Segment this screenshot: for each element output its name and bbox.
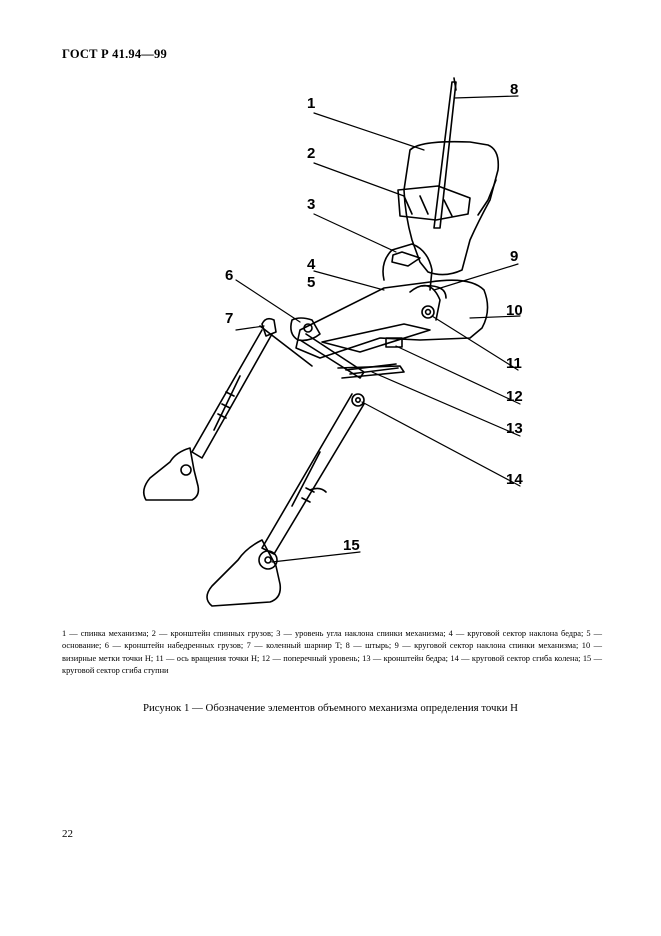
h-point-machine-figure: 1 2 3 4 5 6 7 8 9 10 11 12 13 14 15 xyxy=(142,77,523,607)
thigh-bar xyxy=(299,333,365,379)
callout-7: 7 xyxy=(225,310,234,327)
left-shin xyxy=(191,329,273,459)
callout-11: 11 xyxy=(506,355,522,372)
callout-10: 10 xyxy=(506,302,523,319)
callout-3: 3 xyxy=(307,196,316,213)
callout-15: 15 xyxy=(343,537,360,554)
right-foot xyxy=(206,539,282,607)
legend-text: 1 — спинка механизма; 2 — кронштейн спин… xyxy=(62,629,602,676)
back-pan xyxy=(403,140,500,276)
thigh-weight-bracket xyxy=(290,317,321,342)
callout-4: 4 xyxy=(307,256,316,273)
seat-pan xyxy=(295,279,489,359)
left-foot xyxy=(142,447,200,501)
document-header: ГОСТ Р 41.94—99 xyxy=(62,47,167,61)
callout-9: 9 xyxy=(510,248,519,265)
knee-angle-sector xyxy=(351,393,365,407)
callout-13: 13 xyxy=(506,420,523,437)
h-point-pivot xyxy=(421,305,435,319)
mechanism-drawing xyxy=(142,77,521,607)
figure-legend: 1 — спинка механизма; 2 — кронштейн спин… xyxy=(62,628,602,678)
callout-6: 6 xyxy=(225,267,234,284)
figure-caption: Рисунок 1 — Обозначение элементов объемн… xyxy=(143,702,518,714)
knee-joint xyxy=(261,317,277,337)
callout-12: 12 xyxy=(506,388,523,405)
page-number: 22 xyxy=(62,828,73,840)
callout-5: 5 xyxy=(307,274,316,291)
callout-1: 1 xyxy=(307,95,316,112)
callout-8: 8 xyxy=(510,81,519,98)
foot-angle-sector xyxy=(258,550,278,570)
lateral-level xyxy=(385,337,403,348)
probe-rod xyxy=(433,81,457,229)
callout-14: 14 xyxy=(506,471,523,488)
callout-2: 2 xyxy=(307,145,316,162)
right-shin xyxy=(261,393,365,555)
back-angle-level xyxy=(391,251,421,267)
back-weight-bracket xyxy=(397,185,471,221)
